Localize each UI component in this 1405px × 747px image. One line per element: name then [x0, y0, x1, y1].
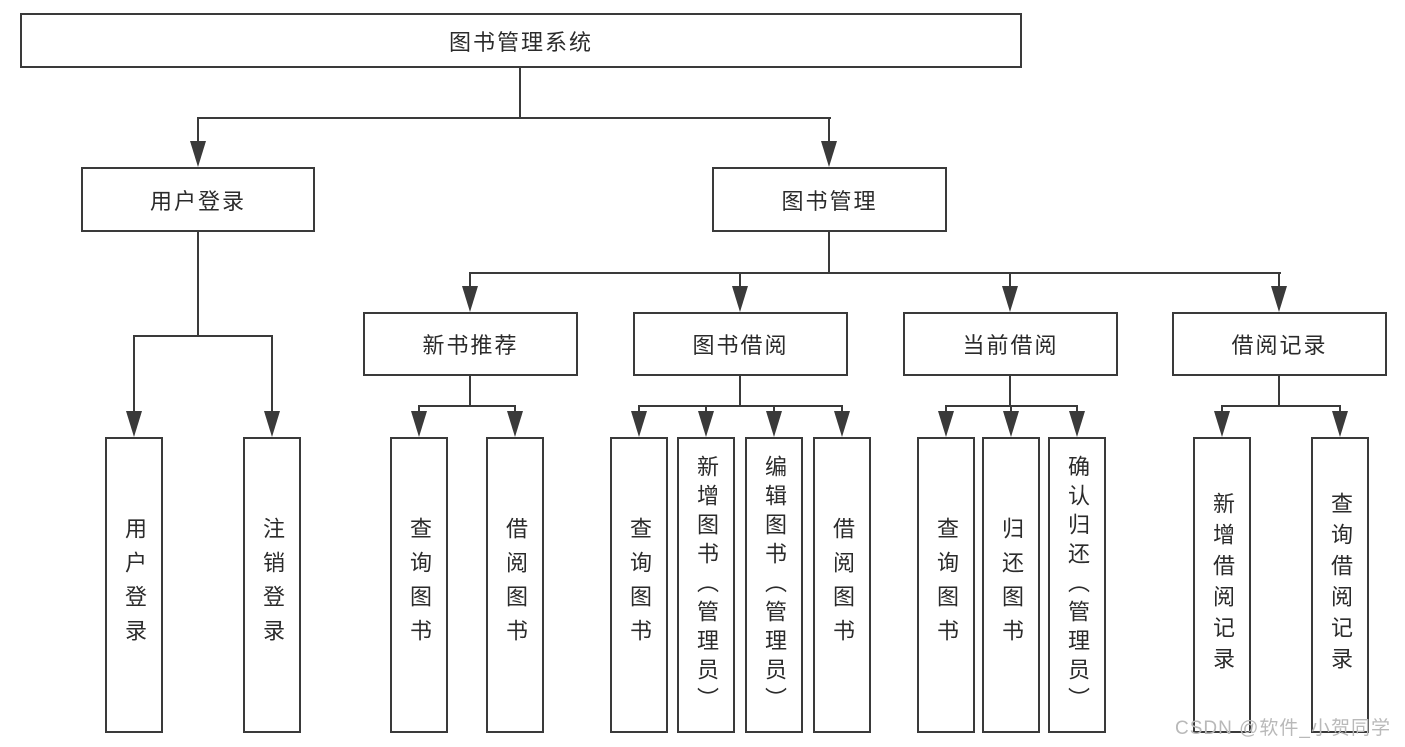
node-root-label: 图书管理系统 — [448, 29, 593, 55]
node-book-borrowing: 图书借阅 — [633, 312, 848, 376]
edge-to-borrow-record — [1278, 272, 1280, 288]
node-new-book-recommend: 新书推荐 — [363, 312, 578, 376]
arrow-down-icon — [698, 411, 714, 437]
arrow-down-icon — [190, 141, 206, 167]
edge-stub — [705, 405, 707, 413]
node-new-book-recommend-label: 新书推荐 — [422, 333, 519, 358]
edge-stub — [514, 405, 516, 413]
edge-stub — [773, 405, 775, 413]
leaf-logout-label: 注销登录 — [260, 517, 285, 653]
arrow-down-icon — [1003, 411, 1019, 437]
edge-book-borrow-split — [638, 405, 843, 407]
leaf-user-login: 用户登录 — [105, 437, 163, 733]
edge-to-new-book — [469, 272, 471, 288]
node-book-mgmt-label: 图书管理 — [781, 188, 878, 214]
arrow-down-icon — [507, 411, 523, 437]
leaf-br-add-record: 新增借阅记录 — [1193, 437, 1251, 733]
node-user-login-label: 用户登录 — [149, 188, 246, 214]
node-book-mgmt: 图书管理 — [712, 167, 947, 232]
arrow-down-icon — [834, 411, 850, 437]
edge-user-login-trunk — [197, 232, 199, 337]
edge-root-trunk — [519, 68, 521, 118]
arrow-down-icon — [1271, 286, 1287, 312]
edge-to-current-borrow — [1009, 272, 1011, 288]
leaf-cb-confirm-return-admin: 确认归还（管理员） — [1048, 437, 1106, 733]
edge-new-book-split — [418, 405, 516, 407]
arrow-down-icon — [1214, 411, 1230, 437]
arrow-down-icon — [1002, 286, 1018, 312]
edge-borrow-record-split — [1221, 405, 1341, 407]
leaf-cb-return-books: 归还图书 — [982, 437, 1040, 733]
leaf-cb-query-books: 查询图书 — [917, 437, 975, 733]
arrow-down-icon — [766, 411, 782, 437]
edge-book-mgmt-split — [469, 272, 1281, 274]
arrow-down-icon — [1069, 411, 1085, 437]
leaf-br-query-record-label: 查询借阅记录 — [1328, 492, 1353, 678]
arrow-down-icon — [732, 286, 748, 312]
arrow-down-icon — [631, 411, 647, 437]
edge-stub — [1339, 405, 1341, 413]
edge-stub — [1010, 405, 1012, 413]
leaf-cb-query-books-label: 查询图书 — [934, 517, 959, 653]
edge-to-leaf-logout — [271, 335, 273, 411]
leaf-bb-query-books-label: 查询图书 — [627, 517, 652, 653]
node-root: 图书管理系统 — [20, 13, 1022, 68]
edge-root-split — [197, 117, 831, 119]
arrow-down-icon — [821, 141, 837, 167]
arrow-down-icon — [126, 411, 142, 437]
edge-stub — [945, 405, 947, 413]
edge-to-leaf-user-login — [133, 335, 135, 411]
leaf-bb-borrow-books-label: 借阅图书 — [830, 517, 855, 653]
leaf-logout: 注销登录 — [243, 437, 301, 733]
leaf-bb-query-books: 查询图书 — [610, 437, 668, 733]
leaf-nb-borrow-books-label: 借阅图书 — [503, 517, 528, 653]
edge-to-book-mgmt — [828, 117, 830, 141]
leaf-br-add-record-label: 新增借阅记录 — [1210, 492, 1235, 678]
edge-book-borrow-trunk — [739, 376, 741, 407]
edge-current-borrow-trunk — [1009, 376, 1011, 407]
arrow-down-icon — [938, 411, 954, 437]
leaf-br-query-record: 查询借阅记录 — [1311, 437, 1369, 733]
leaf-user-login-label: 用户登录 — [122, 517, 147, 653]
node-user-login: 用户登录 — [81, 167, 315, 232]
node-borrow-records: 借阅记录 — [1172, 312, 1387, 376]
node-book-borrowing-label: 图书借阅 — [692, 333, 789, 358]
leaf-cb-return-books-label: 归还图书 — [999, 517, 1024, 653]
edge-to-book-borrow — [739, 272, 741, 288]
node-borrow-records-label: 借阅记录 — [1231, 333, 1328, 358]
leaf-bb-add-books-admin-label: 新增图书（管理员） — [694, 454, 719, 716]
edge-to-user-login — [197, 117, 199, 141]
leaf-cb-confirm-return-admin-label: 确认归还（管理员） — [1065, 454, 1090, 716]
leaf-bb-edit-books-admin-label: 编辑图书（管理员） — [762, 454, 787, 716]
arrow-down-icon — [1332, 411, 1348, 437]
csdn-watermark: CSDN @软件_小贺同学 — [1175, 718, 1391, 739]
node-current-borrowing-label: 当前借阅 — [962, 333, 1059, 358]
edge-book-mgmt-trunk — [828, 232, 830, 274]
arrow-down-icon — [411, 411, 427, 437]
edge-stub — [638, 405, 640, 413]
edge-user-login-split — [133, 335, 273, 337]
leaf-nb-borrow-books: 借阅图书 — [486, 437, 544, 733]
arrow-down-icon — [462, 286, 478, 312]
leaf-nb-query-books-label: 查询图书 — [407, 517, 432, 653]
leaf-nb-query-books: 查询图书 — [390, 437, 448, 733]
edge-stub — [418, 405, 420, 413]
arrow-down-icon — [264, 411, 280, 437]
leaf-bb-add-books-admin: 新增图书（管理员） — [677, 437, 735, 733]
edge-borrow-record-trunk — [1278, 376, 1280, 407]
edge-stub — [1221, 405, 1223, 413]
edge-stub — [1076, 405, 1078, 413]
edge-new-book-trunk — [469, 376, 471, 407]
leaf-bb-edit-books-admin: 编辑图书（管理员） — [745, 437, 803, 733]
node-current-borrowing: 当前借阅 — [903, 312, 1118, 376]
leaf-bb-borrow-books: 借阅图书 — [813, 437, 871, 733]
edge-stub — [841, 405, 843, 413]
